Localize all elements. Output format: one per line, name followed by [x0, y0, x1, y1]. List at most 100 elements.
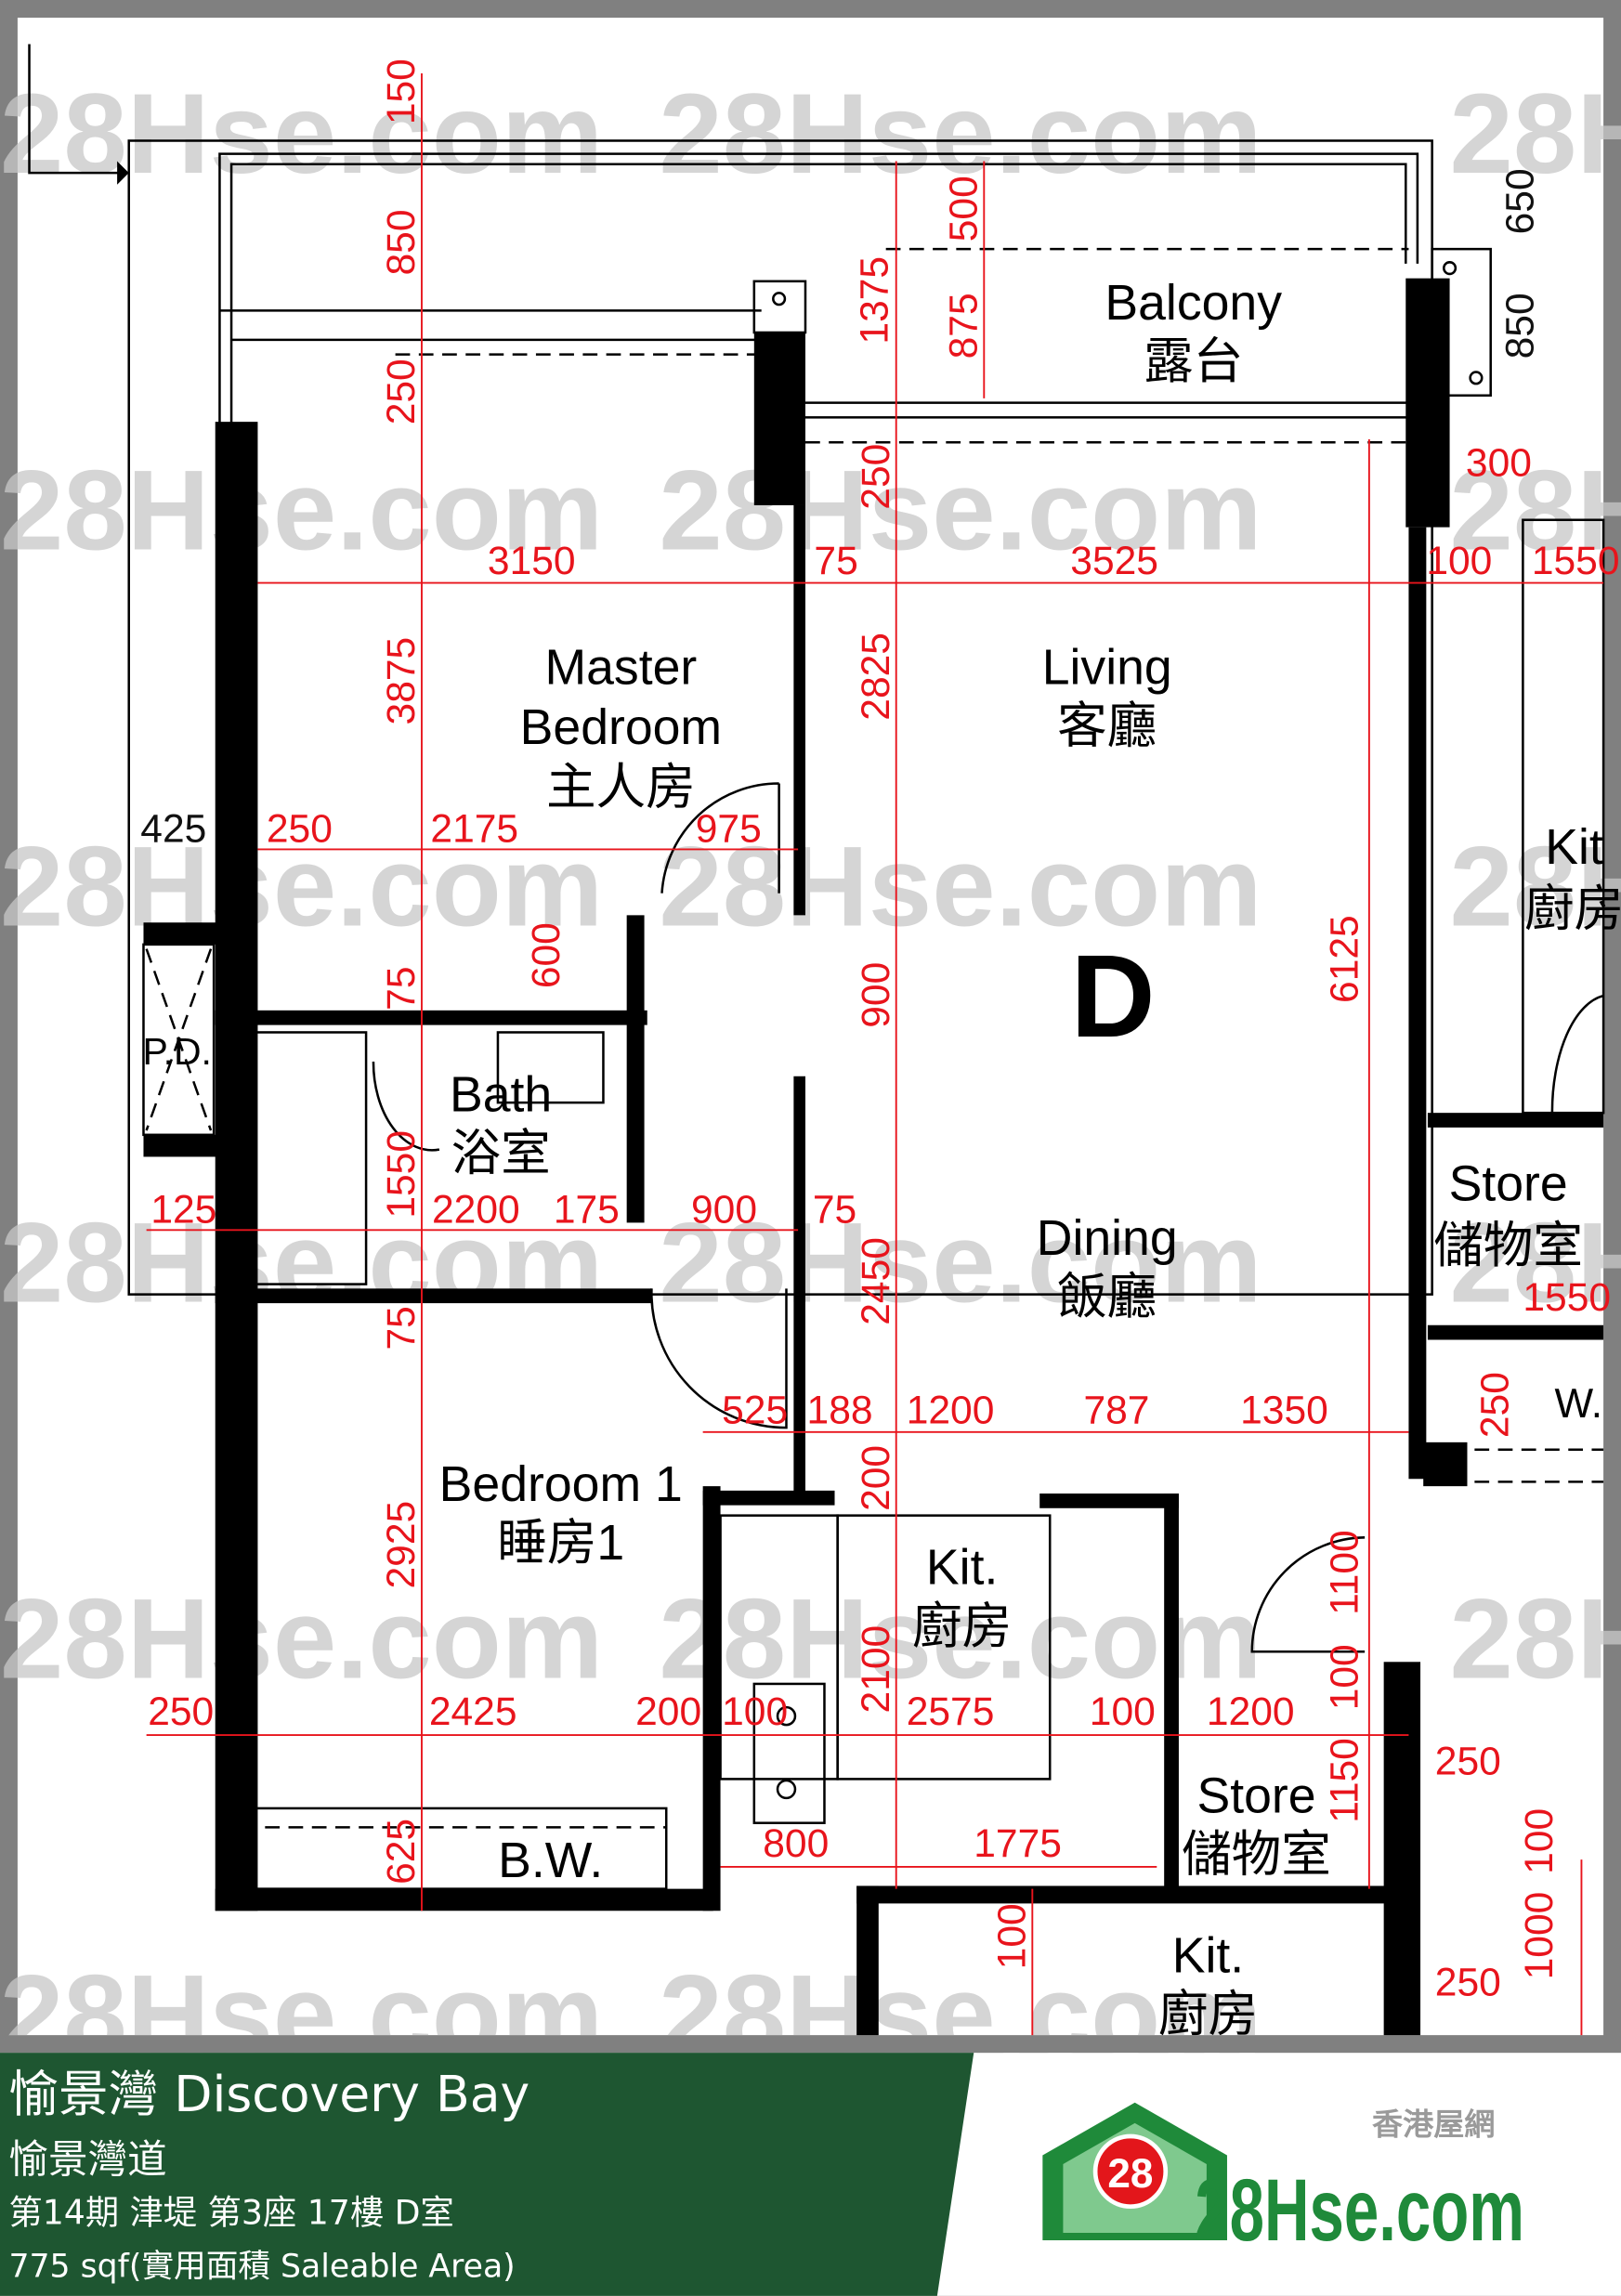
dims-h250b-label: 250 [148, 1689, 214, 1734]
dims-v250c-label: 250 [1473, 1372, 1518, 1438]
dims-v75a-label: 75 [379, 966, 424, 1010]
dims-v250b-label: 250 [854, 444, 898, 510]
watermark-label: 28Hse.com [0, 447, 603, 574]
dims-h125-label: 125 [150, 1187, 216, 1232]
rect-shape [127, 139, 1433, 1296]
watermark-label: 28Hse.com [659, 1200, 1262, 1327]
dims-h2575-label: 2575 [907, 1689, 995, 1734]
dims-h250a-label: 250 [267, 807, 333, 852]
rooms-balcony-zh-label: 露台 [1144, 333, 1243, 389]
dims-h2175-label: 2175 [430, 807, 518, 852]
logo-name: 28Hse.com [1195, 2161, 1524, 2260]
dims-v625-label: 625 [379, 1819, 424, 1885]
dims-h525-label: 525 [722, 1388, 788, 1432]
watermark-label: 28Hse.com [659, 1576, 1262, 1703]
rect-shape [0, 2035, 1621, 2054]
dims-h900-label: 900 [691, 1187, 757, 1232]
polyline-shape [28, 44, 124, 175]
room-labels: Balcony 露台 Master Bedroom 主人房 Living 客廳 … [143, 275, 1621, 2042]
dims-h975-label: 975 [696, 807, 762, 852]
dims-v150-label: 150 [379, 59, 424, 124]
banner-area: 775 sqf(實用面積 Saleable Area) [8, 2248, 515, 2285]
rect-shape [1423, 1442, 1468, 1487]
dims-h1550b-label: 1550 [1523, 1275, 1611, 1320]
room-pd: P.D. [143, 1030, 212, 1073]
banner-street: 愉景灣道 [8, 2136, 166, 2183]
rect-shape [836, 1514, 1052, 1781]
rect-shape [856, 1885, 879, 2036]
circle-shape [772, 292, 787, 307]
dims-v100a-label: 100 [1322, 1644, 1366, 1710]
dims-v75b-label: 75 [379, 1306, 424, 1350]
rect-shape [215, 1010, 647, 1025]
watermark-label: 28Hse.com [1450, 447, 1621, 574]
rect-shape [1164, 1494, 1179, 1889]
watermark-label: 28Hse.com [1450, 1576, 1621, 1703]
circle-shape [776, 1705, 797, 1727]
dims-h200-label: 200 [635, 1689, 701, 1734]
rect-shape [1383, 1662, 1421, 2036]
room-w: W. [1555, 1381, 1602, 1427]
unit-letter: D [1070, 931, 1155, 1062]
path-shape [650, 1288, 788, 1429]
watermark-label: 28Hse.com [659, 823, 1262, 950]
watermarks: 28Hse.com 28Hse.com 28Hse.com 28Hse.com … [0, 71, 1621, 2080]
watermark-label: 28Hse.com [659, 447, 1262, 574]
room-bath: Bath [450, 1067, 552, 1123]
rect-shape [1405, 278, 1450, 528]
dims-h100a-label: 100 [1426, 539, 1492, 583]
rect-shape [1039, 1494, 1179, 1508]
dims-v1550-label: 1550 [379, 1130, 424, 1219]
dims-h2425-label: 2425 [429, 1689, 517, 1734]
polygon-shape [117, 161, 129, 185]
rooms-store-zh-label: 儲物室 [1182, 1827, 1331, 1883]
watermark-label: 28Hse.com [0, 1576, 603, 1703]
rooms-master-zh-label: 主人房 [546, 760, 696, 815]
room-master-bedroom: Master [544, 639, 697, 695]
dims-v2450-label: 2450 [854, 1237, 898, 1325]
dims-h75b-label: 75 [813, 1187, 856, 1232]
dims-h425-label: 425 [140, 807, 206, 852]
dims-v100c-label: 100 [1517, 1808, 1562, 1874]
dims-v2100-label: 2100 [854, 1625, 898, 1714]
path-shape [372, 1061, 440, 1152]
dims-v250a-label: 250 [379, 359, 424, 424]
room-bedroom-1: Bedroom 1 [439, 1456, 683, 1512]
path-shape [660, 782, 780, 894]
circle-shape [1469, 371, 1484, 385]
rect-shape [143, 1134, 217, 1157]
dims-v850a-label: 850 [379, 210, 424, 276]
horizontal-dimension-labels: 3150 75 3525 100 1550 300 425 250 2175 9… [140, 440, 1619, 2004]
watermark-label: 28Hse.com [0, 1200, 603, 1327]
dims-v650-label: 650 [1497, 168, 1542, 234]
rect-shape [496, 1031, 605, 1104]
dims-h2200-label: 2200 [432, 1187, 520, 1232]
dims-h250d-label: 250 [1435, 1961, 1501, 2005]
dims-v1150-label: 1150 [1322, 1738, 1366, 1823]
rooms-living-zh-label: 客廳 [1057, 698, 1157, 753]
dims-v1000-label: 1000 [1517, 1892, 1562, 1980]
dims-h300-label: 300 [1466, 440, 1532, 485]
rect-shape [215, 1288, 652, 1304]
plan-sheet [17, 18, 1604, 2036]
rect-shape [143, 922, 217, 945]
dims-v600-label: 600 [524, 922, 569, 988]
rect-shape [702, 1486, 721, 1911]
dims-h1200a-label: 1200 [907, 1388, 995, 1432]
rooms-dining-zh-label: 飯廳 [1057, 1269, 1157, 1324]
path-shape [1550, 994, 1604, 1114]
rooms-kit-zh-label: 廚房 [912, 1598, 1012, 1654]
rect-shape [1408, 527, 1427, 1480]
dims-v100b-label: 100 [989, 1903, 1034, 1969]
watermark-label: 28Hse.com [0, 823, 603, 950]
walls [143, 278, 1604, 2036]
wall-outlines [28, 44, 1605, 1890]
rooms-bath-zh-label: 浴室 [451, 1126, 551, 1181]
dims-v200-label: 200 [854, 1445, 898, 1511]
badge-28-icon [1092, 2133, 1169, 2210]
dims-v3875-label: 3875 [379, 637, 424, 725]
dims-v850b-label: 850 [1497, 293, 1542, 359]
rooms-kit3-zh-label: 廚房 [1524, 881, 1621, 936]
room-kitchen-adjacent-lower: Kit. [1172, 1927, 1244, 1983]
